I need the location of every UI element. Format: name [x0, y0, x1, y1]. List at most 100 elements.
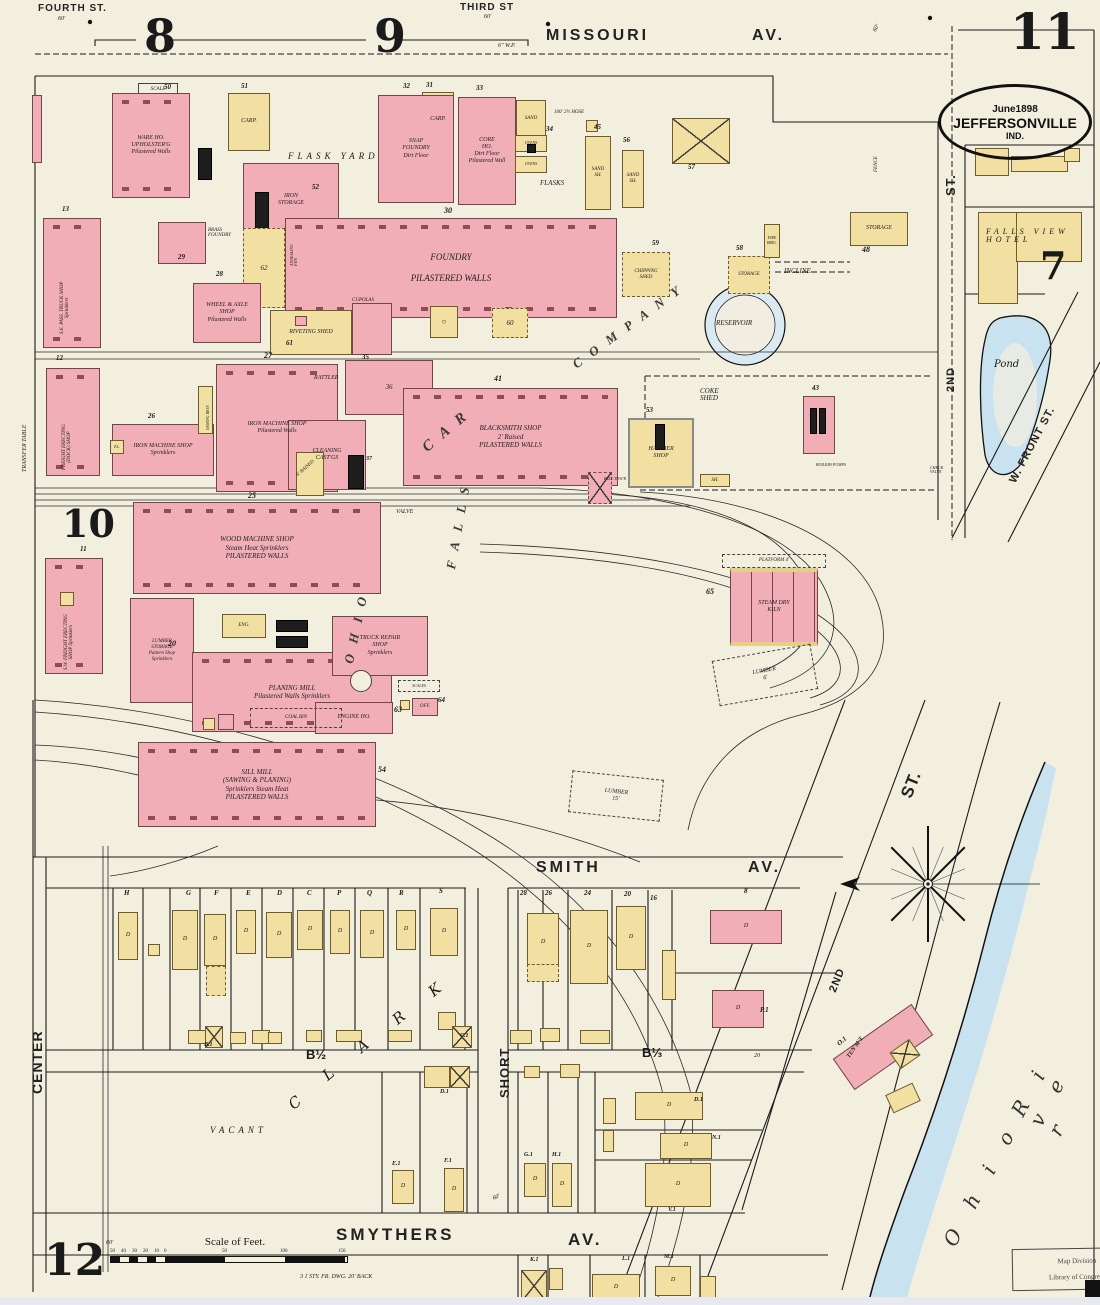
- building-label: HAMMER SHOP: [648, 445, 674, 459]
- building-label: PLATFORM 4': [758, 558, 790, 563]
- building: D: [118, 912, 138, 960]
- scan-bottom-edge: [0, 1297, 1100, 1305]
- building-label: D: [675, 1181, 681, 1188]
- building: SNAP FOUNDRY Dirt Floor: [378, 95, 454, 203]
- building-label: D: [369, 930, 375, 937]
- building-label: D: [628, 934, 634, 941]
- building-label: LUMBER 6': [752, 665, 777, 682]
- building-label: SCALE: [150, 87, 166, 92]
- building: [527, 964, 559, 982]
- stamp-city: JEFFERSONVILLE: [953, 114, 1077, 131]
- building: [306, 1030, 322, 1042]
- building-label: D: [403, 926, 409, 933]
- building: WARE HO. UPHOLSTER'G Pilastered Walls: [112, 93, 190, 198]
- building: [540, 1028, 560, 1042]
- building: D: [392, 1170, 414, 1204]
- building: ○: [430, 306, 458, 338]
- building: [43, 218, 101, 348]
- building: [662, 950, 676, 1000]
- building: RIVETING SHED: [270, 310, 352, 355]
- publication-stamp: June1898 JEFFERSONVILLE IND.: [938, 84, 1092, 160]
- building: D: [710, 910, 782, 944]
- ohio-river: [868, 762, 1056, 1305]
- building-label: LUMBER 15': [604, 787, 629, 803]
- building: D: [524, 1163, 546, 1197]
- building: SAND SH.: [585, 136, 611, 210]
- building: PLATFORM 4': [722, 554, 826, 568]
- scale-ticks: 50 40 30 20 10 0 50 100 150: [110, 1249, 346, 1254]
- building-label: OFF.: [419, 704, 431, 709]
- building: ENGINE HO.: [315, 702, 393, 734]
- building-label: D: [586, 943, 592, 950]
- building: [832, 1003, 934, 1091]
- building: [148, 944, 160, 956]
- building-label: CORE HO. Dirt Floor Pilastered Wall: [468, 136, 506, 165]
- building: FIRE BRIG.: [764, 224, 780, 258]
- building: [603, 1098, 616, 1124]
- building-label: SH.: [711, 477, 719, 483]
- building-label: D: [212, 936, 218, 943]
- building: [295, 316, 307, 326]
- building-label: D: [666, 1102, 672, 1109]
- building: [810, 408, 817, 434]
- building: [527, 144, 536, 153]
- building-label: D: [182, 936, 188, 943]
- building: D: [660, 1133, 712, 1159]
- building: CARP.: [228, 93, 270, 151]
- building: [400, 700, 410, 710]
- building: [268, 1032, 282, 1044]
- building-label: D: [276, 931, 282, 938]
- building-label: D: [613, 1284, 619, 1291]
- building: [206, 966, 226, 996]
- building-label: IRON MACHINE SHOP Sprinklers: [133, 442, 193, 456]
- building: D: [616, 906, 646, 970]
- building: [1016, 212, 1082, 262]
- building-label: STORAGE: [866, 225, 892, 232]
- building: LUMBER 15': [568, 770, 664, 822]
- building: [603, 1130, 614, 1152]
- building: WOOD MACHINE SHOP Steam Heat Sprinklers …: [133, 502, 381, 594]
- building: SAND: [516, 100, 546, 138]
- building-label: CHIPPING SHED: [634, 268, 658, 280]
- building-label: ○: [441, 317, 447, 327]
- scale-title: Scale of Feet.: [204, 1236, 266, 1248]
- building-label: IRON MACHINE SHOP Pilastered Walls: [247, 420, 307, 434]
- building-label: D: [683, 1142, 689, 1149]
- building-label: RIVETING SHED: [289, 328, 333, 335]
- building: WHEEL & AXLE SHOP Pilastered Walls: [193, 283, 261, 343]
- building: [296, 452, 324, 496]
- building: ENG.: [222, 614, 266, 638]
- building: [510, 1030, 532, 1044]
- building: FOUNDRY PILASTERED WALLS: [285, 218, 617, 318]
- building-label: PLANING MILL Pilastered Walls Sprinklers: [253, 683, 331, 700]
- building-label: FIRE BRIG.: [766, 235, 778, 245]
- building: [438, 1012, 456, 1030]
- building-label: 60: [506, 318, 514, 327]
- building-label: STORAGE: [738, 272, 760, 277]
- building: [549, 1268, 563, 1290]
- building-label: STEAM DRY KILN: [758, 599, 790, 613]
- building-label: ENG.: [238, 623, 250, 628]
- building: STORAGE: [728, 256, 770, 294]
- building: D: [527, 913, 559, 973]
- building: [230, 1032, 246, 1044]
- building: D: [360, 910, 384, 958]
- hydrant-dots: [87, 15, 933, 27]
- loc-stamp-line1: Map Division: [1057, 1256, 1097, 1266]
- building-label: EL.: [114, 443, 120, 449]
- building: D: [266, 912, 292, 958]
- building: [60, 592, 74, 606]
- building: D: [430, 908, 458, 956]
- building: [218, 714, 234, 730]
- building: D: [570, 910, 608, 984]
- compass-rose: [840, 826, 1040, 942]
- building: [198, 148, 212, 180]
- building: D: [204, 914, 226, 966]
- building: CHIPPING SHED: [622, 252, 670, 297]
- stamp-state: IND.: [1006, 130, 1024, 141]
- building-label: D: [540, 939, 546, 946]
- building: D: [236, 910, 256, 954]
- building-label: D: [532, 1176, 538, 1183]
- building-label: WARE HO. UPHOLSTER'G Pilastered Walls: [131, 134, 171, 156]
